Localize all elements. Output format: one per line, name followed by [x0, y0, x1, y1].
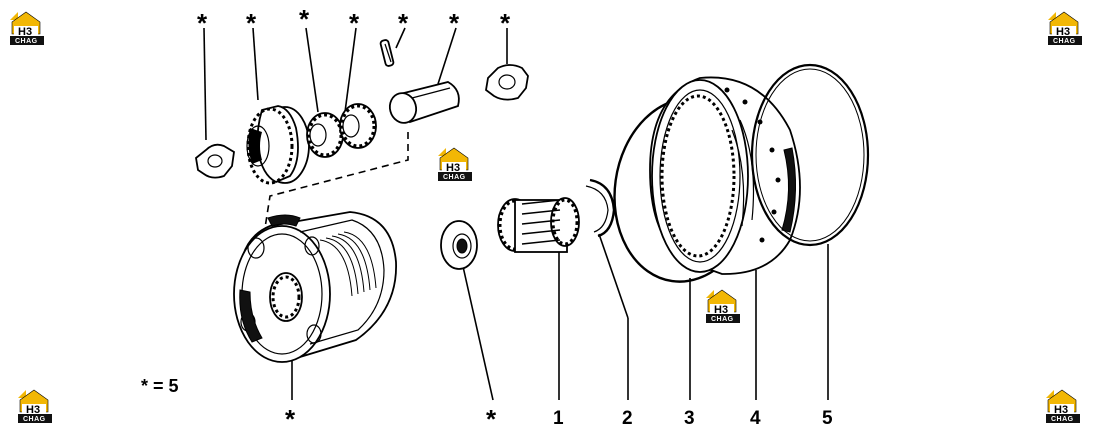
- part-5-large-o-ring: [750, 63, 870, 247]
- svg-text:CHAG: CHAG: [23, 416, 46, 423]
- watermark-logo-top-left: H3 CHAG: [9, 11, 45, 46]
- watermark-logo-center: H3 CHAG: [437, 147, 473, 182]
- planet-gear: [246, 105, 310, 185]
- svg-text:CHAG: CHAG: [443, 174, 466, 181]
- svg-text:H3: H3: [18, 26, 32, 38]
- lock-washer-right: [485, 64, 529, 101]
- svg-text:H3: H3: [446, 162, 460, 174]
- star-marker: *: [299, 4, 310, 34]
- star-marker: *: [398, 8, 409, 38]
- part-label: 3: [684, 408, 695, 429]
- part-label: 5: [822, 408, 833, 429]
- top-star-markers: * * * * * * *: [197, 4, 511, 38]
- part-label: 2: [622, 408, 633, 429]
- star-marker: *: [349, 8, 360, 38]
- planet-shaft: [388, 81, 460, 124]
- part-label: 4: [750, 408, 761, 429]
- star-marker: *: [197, 8, 208, 38]
- watermark-logo-bottom-left: H3 CHAG: [17, 389, 53, 424]
- watermark-logo-middle-right: H3 CHAG: [705, 289, 741, 324]
- watermark-logo-top-right: H3 CHAG: [1047, 11, 1083, 46]
- svg-text:H3: H3: [714, 304, 728, 316]
- svg-text:H3: H3: [1056, 26, 1070, 38]
- svg-text:CHAG: CHAG: [1053, 38, 1076, 45]
- part-label: 1: [553, 408, 564, 429]
- part-4-ring-gear: [649, 76, 801, 275]
- svg-text:H3: H3: [26, 404, 40, 416]
- needle-bearings: [306, 103, 377, 158]
- thrust-washer: [440, 220, 478, 270]
- svg-text:CHAG: CHAG: [1051, 416, 1074, 423]
- part-1-sun-gear: [497, 197, 580, 253]
- svg-text:CHAG: CHAG: [711, 316, 734, 323]
- star-marker: *: [246, 8, 257, 38]
- star-marker: *: [486, 404, 497, 434]
- svg-text:H3: H3: [1054, 404, 1068, 416]
- roll-pin: [379, 39, 395, 67]
- star-marker: *: [500, 8, 511, 38]
- svg-text:CHAG: CHAG: [15, 38, 38, 45]
- star-marker: *: [285, 404, 296, 434]
- lock-washer-left: [195, 143, 235, 179]
- part-2-snap-ring: [585, 178, 616, 238]
- watermark-logo-bottom-right: H3 CHAG: [1045, 389, 1081, 424]
- legend-text: * = 5: [141, 376, 179, 396]
- bottom-labels: * * 1 2 3 4 5: [285, 404, 833, 434]
- planet-carrier: [233, 211, 397, 363]
- star-marker: *: [449, 8, 460, 38]
- leader-lines: [203, 27, 829, 401]
